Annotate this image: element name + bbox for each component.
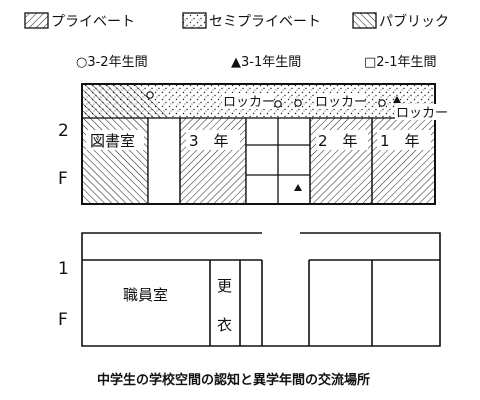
floor-2f-outline <box>81 83 436 205</box>
floor-1f-labels: 職員室 更 衣 1 F <box>58 259 232 334</box>
floor-1f-plan <box>81 232 441 347</box>
floor-1f-outline-left <box>81 232 441 347</box>
legend-swatch-public <box>352 12 377 29</box>
legend-label-semi-private: セミプライベート <box>209 14 321 30</box>
marker-3-2-c <box>294 99 302 107</box>
marker-3-1-a <box>393 96 401 103</box>
grade1-label: 1 年 <box>380 132 420 150</box>
marker-key-2-1: □2-1年生間 <box>364 55 437 70</box>
marker-3-2-d <box>378 99 386 107</box>
changing-room-label-1: 更 <box>217 277 232 295</box>
marker-3-1-b <box>294 184 302 191</box>
grade3-label: 3 年 <box>189 132 229 150</box>
stairwell <box>147 117 181 205</box>
locker-label-1: ロッカー <box>223 95 275 110</box>
legend-label-public: パブリック <box>379 13 449 30</box>
staff-room-label: 職員室 <box>123 286 168 304</box>
legend-swatch-private <box>24 12 49 29</box>
floor-2f-number: 2 <box>58 121 69 141</box>
library-label: 図書室 <box>90 132 135 150</box>
legend-swatch-semi-private <box>182 12 207 29</box>
locker-label-3: ロッカー <box>396 106 448 121</box>
changing-room-label-2: 衣 <box>217 316 232 334</box>
marker-key: ○3-2年生間 ▲3-1年生間 □2-1年生間 <box>76 55 437 70</box>
marker-key-3-1: ▲3-1年生間 <box>231 55 301 70</box>
marker-3-2-a <box>146 91 154 99</box>
legend-label-private: プライベート <box>51 14 135 30</box>
grade2-label: 2 年 <box>318 132 358 150</box>
floor-1f-suffix: F <box>58 310 68 330</box>
marker-3-2-b <box>274 100 282 108</box>
floor-2f-plan: 図書室 3 年 2 年 1 年 ロッカー ロッカー ロッカー 2 F <box>58 83 449 205</box>
figure-caption: 中学生の学校空間の認知と異学年間の交流場所 <box>97 372 370 388</box>
public-corridor-end <box>82 84 168 118</box>
floor-2f-suffix: F <box>58 169 68 189</box>
locker-label-2: ロッカー <box>315 95 367 110</box>
legend: プライベート セミプライベート パブリック <box>24 12 449 30</box>
marker-key-3-2: ○3-2年生間 <box>76 55 148 70</box>
floor-1f-number: 1 <box>58 259 69 279</box>
